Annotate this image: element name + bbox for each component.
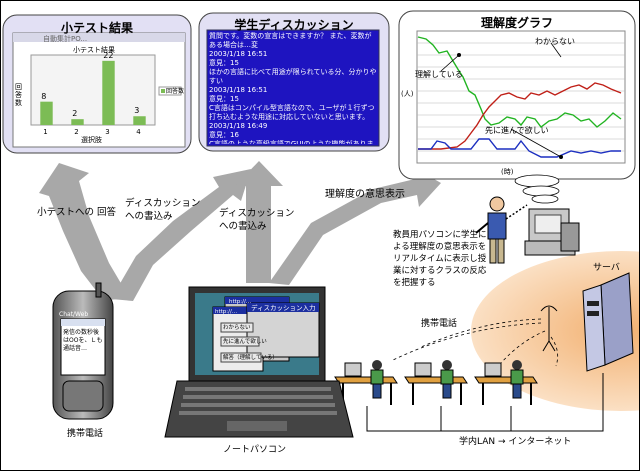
discussion-panel-title: 学生ディスカッション bbox=[234, 18, 354, 32]
discussion-line: C言語のような高級言語でGUIのような機能がありますか？ 2つの言語を比べる必要… bbox=[209, 140, 374, 144]
quiz-panel bbox=[2, 14, 192, 154]
arrow-label-discussion-2: ディスカッション への書込み bbox=[219, 208, 295, 232]
series-red-line bbox=[418, 82, 622, 150]
student-desk bbox=[334, 360, 398, 405]
arrow-quiz bbox=[39, 163, 129, 301]
phone-brand: Chat/Web bbox=[59, 311, 89, 318]
quiz-bar-2 bbox=[71, 119, 84, 125]
quiz-y-label: 回答数 bbox=[15, 83, 22, 107]
arrow-phone-discussion bbox=[111, 169, 251, 301]
discussion-line: C言語はコンパイル型言語なので、ユーザが１行ずつ打ち込むような用途に対応していな… bbox=[209, 104, 375, 121]
student-desk bbox=[474, 360, 538, 405]
arrow-label-understanding: 理解度の意思表示 bbox=[325, 189, 405, 200]
graph-label-understand: 理解している bbox=[415, 70, 463, 79]
graph-panel-title: 理解度グラフ bbox=[480, 16, 553, 30]
series-blue-line bbox=[418, 138, 621, 158]
quiz-legend: 回答数 bbox=[166, 88, 185, 95]
graph-x-unit: (時) bbox=[501, 168, 514, 176]
graph-panel bbox=[398, 10, 636, 180]
discussion-line: 2003/1/18 16:51 bbox=[209, 50, 268, 58]
discussion-panel bbox=[198, 12, 390, 152]
arrow-laptop-discussion bbox=[235, 161, 283, 283]
student-desks bbox=[334, 360, 538, 405]
thought-bubbles bbox=[514, 174, 560, 204]
teacher-figure bbox=[475, 196, 528, 264]
discussion-line: 意見：16 bbox=[209, 131, 239, 139]
laptop-label: ノートパソコン bbox=[223, 445, 287, 455]
student-desk bbox=[404, 360, 468, 405]
network-label: 学内LAN → インターネット bbox=[459, 437, 572, 447]
quiz-category-label: 2 bbox=[74, 128, 79, 136]
series-green-line bbox=[417, 36, 622, 128]
laptop-back-title: http://... bbox=[229, 299, 252, 305]
mobile-phone bbox=[52, 282, 114, 420]
arrow-label-discussion-1: ディスカッション への書込み bbox=[125, 198, 201, 222]
quiz-window-caption: 自動集計PO... bbox=[43, 35, 88, 43]
discussion-line: 質問です。変数の宣言はできますか？ また、変数がある場合は…変 bbox=[209, 32, 372, 49]
quiz-value-label: 3 bbox=[134, 106, 140, 116]
graph-grid bbox=[417, 42, 625, 152]
discussion-line: 意見：15 bbox=[209, 59, 239, 67]
graph-label-confused: わからない bbox=[535, 37, 575, 46]
laptop-btn-move-on[interactable]: 先に進んで欲しい bbox=[223, 339, 267, 345]
phone-screen-text: 発信の数秒後はOOを、Ｌも通話音… bbox=[63, 329, 103, 352]
mobile-phone-label: 携帯電話 bbox=[67, 429, 104, 439]
arrow-laptop-graph bbox=[269, 167, 441, 285]
laptop-small-title: http://... bbox=[215, 309, 238, 315]
graph-label-move-on: 先に進んで欲しい bbox=[485, 126, 549, 135]
discussion-line: 2003/1/18 16:49 bbox=[209, 122, 268, 130]
antenna-icon bbox=[540, 305, 558, 352]
arrow-label-quiz: 小テストへの 回答 bbox=[37, 207, 117, 218]
quiz-x-label: 選択肢 bbox=[81, 136, 102, 144]
quiz-category-label: 3 bbox=[105, 128, 110, 136]
lan-line bbox=[366, 373, 604, 432]
wireless-links bbox=[390, 318, 559, 367]
quiz-value-label: 8 bbox=[41, 91, 47, 101]
teacher-pc bbox=[524, 208, 580, 256]
discussion-line: 意見：15 bbox=[209, 95, 239, 103]
quiz-category-label: 4 bbox=[136, 128, 141, 136]
graph-leader-lines bbox=[440, 42, 562, 158]
server-tower bbox=[582, 272, 634, 372]
quiz-bar-3 bbox=[102, 60, 115, 126]
quiz-bar-1 bbox=[40, 101, 53, 125]
laptop-btn-understand[interactable]: 解答（理解している） bbox=[223, 355, 278, 361]
laptop-btn-confused[interactable]: わからない bbox=[223, 325, 251, 331]
phone-link-label: 携帯電話 bbox=[421, 319, 458, 329]
quiz-value-label: 22 bbox=[103, 50, 114, 60]
laptop bbox=[164, 286, 354, 438]
quiz-value-label: 2 bbox=[72, 109, 78, 119]
discussion-line: 2003/1/18 16:51 bbox=[209, 86, 268, 94]
discussion-line: ほかの言語に比べて用途が限られている分、分かりやすい bbox=[209, 68, 377, 85]
graph-y-unit: (人) bbox=[401, 90, 414, 98]
quiz-bars bbox=[40, 60, 146, 126]
quiz-chart-title: 小テスト結果 bbox=[73, 46, 115, 54]
quiz-panel-title: 小テスト結果 bbox=[60, 21, 133, 35]
quiz-category-label: 1 bbox=[43, 128, 48, 136]
quiz-bar-4 bbox=[133, 116, 146, 125]
laptop-front-title: ディスカッション入力 bbox=[251, 304, 316, 312]
teacher-note: 教員用パソコンに学生による理解度の意思表示をリアルタイムに表示し授業に対するクラ… bbox=[393, 230, 487, 288]
server-label: サーバ bbox=[593, 263, 620, 273]
gray-arrows bbox=[39, 161, 441, 301]
